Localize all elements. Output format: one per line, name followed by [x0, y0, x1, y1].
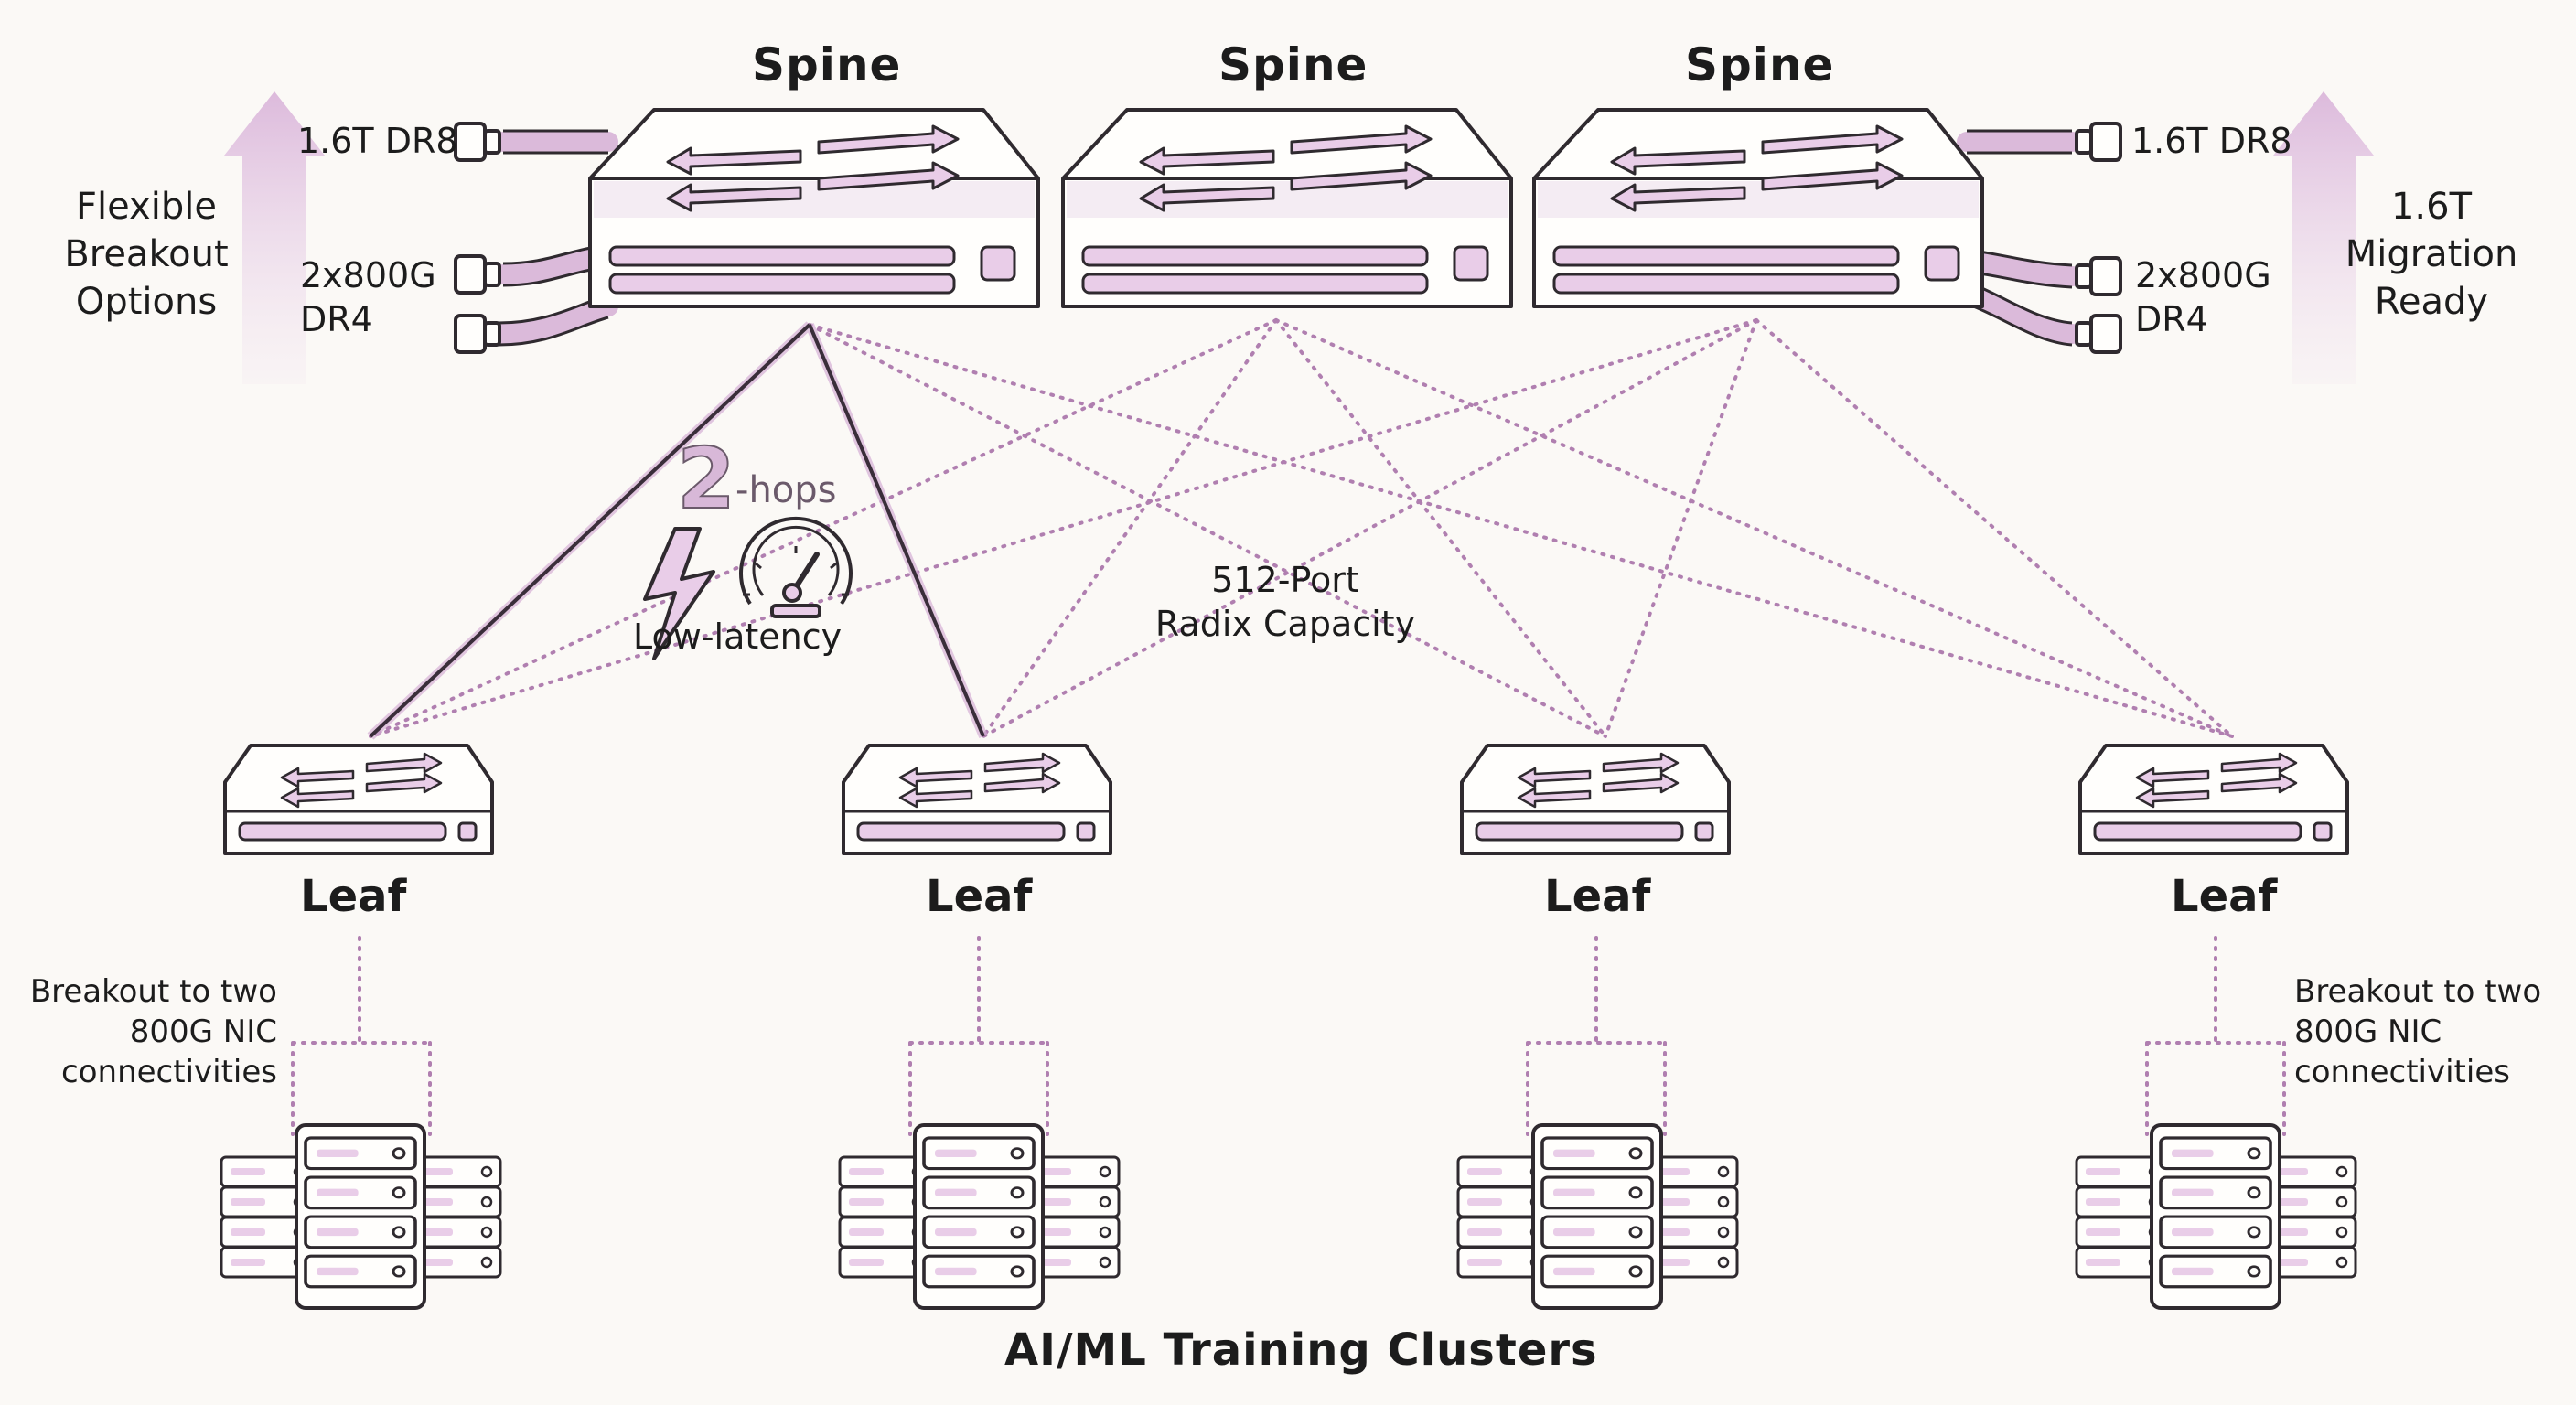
leaf-label: Leaf [1544, 871, 1651, 922]
connector-icon [2075, 122, 2122, 162]
server-icon [2077, 1125, 2356, 1308]
leaf-switch [2078, 744, 2349, 855]
spine-switch [1061, 108, 1513, 308]
server-icon [840, 1125, 1119, 1308]
flexible-breakout-label: Flexible Breakout Options [64, 186, 229, 323]
hops-label: 2-hops [676, 429, 837, 529]
port-label-2x800g: 2x800G DR4 [2135, 255, 2271, 339]
spine-label: Spine [1218, 38, 1368, 91]
breakout-note: Breakout to two 800G NIC connectivities [29, 973, 277, 1090]
arrow-up-icon [224, 91, 325, 384]
migration-ready-label: 1.6T Migration Ready [2345, 186, 2518, 323]
breakout-links [291, 936, 2286, 1136]
connector-icon [2075, 256, 2122, 296]
lightning-icon [643, 527, 715, 660]
spine-switch [1532, 108, 1984, 308]
server-icon [1458, 1125, 1737, 1308]
connector-icon [454, 122, 501, 162]
leaf-switch [842, 744, 1112, 855]
footer-title: AI/ML Training Clusters [1004, 1325, 1598, 1376]
spine-leaf-links [367, 318, 2234, 740]
leaf-label: Leaf [300, 871, 407, 922]
arrow-up-icon [2273, 91, 2374, 384]
spine-switch [588, 108, 1040, 308]
low-latency-label: Low-latency [633, 617, 843, 657]
radix-capacity-label: 512-Port Radix Capacity [1154, 560, 1416, 644]
leaf-switch [1460, 744, 1731, 855]
speedometer-icon [739, 516, 853, 618]
leaf-switch [223, 744, 494, 855]
leaf-label: Leaf [2171, 871, 2278, 922]
connector-icon [2075, 314, 2122, 354]
breakout-note: Breakout to two 800G NIC connectivities [2294, 973, 2542, 1090]
port-label-2x800g: 2x800G DR4 [300, 255, 436, 339]
spine-label: Spine [1685, 38, 1835, 91]
leaf-label: Leaf [926, 871, 1033, 922]
spine-label: Spine [752, 38, 902, 91]
connector-icon [454, 254, 501, 295]
connector-icon [454, 314, 501, 354]
port-label-1-6t: 1.6T DR8 [2131, 121, 2292, 161]
server-icon [221, 1125, 500, 1308]
port-label-1-6t: 1.6T DR8 [297, 121, 458, 161]
